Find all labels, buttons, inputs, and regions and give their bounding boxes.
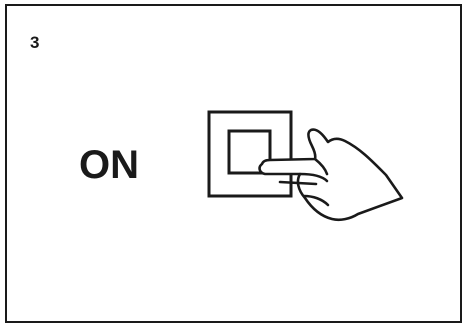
wall-switch-icon bbox=[209, 112, 291, 196]
